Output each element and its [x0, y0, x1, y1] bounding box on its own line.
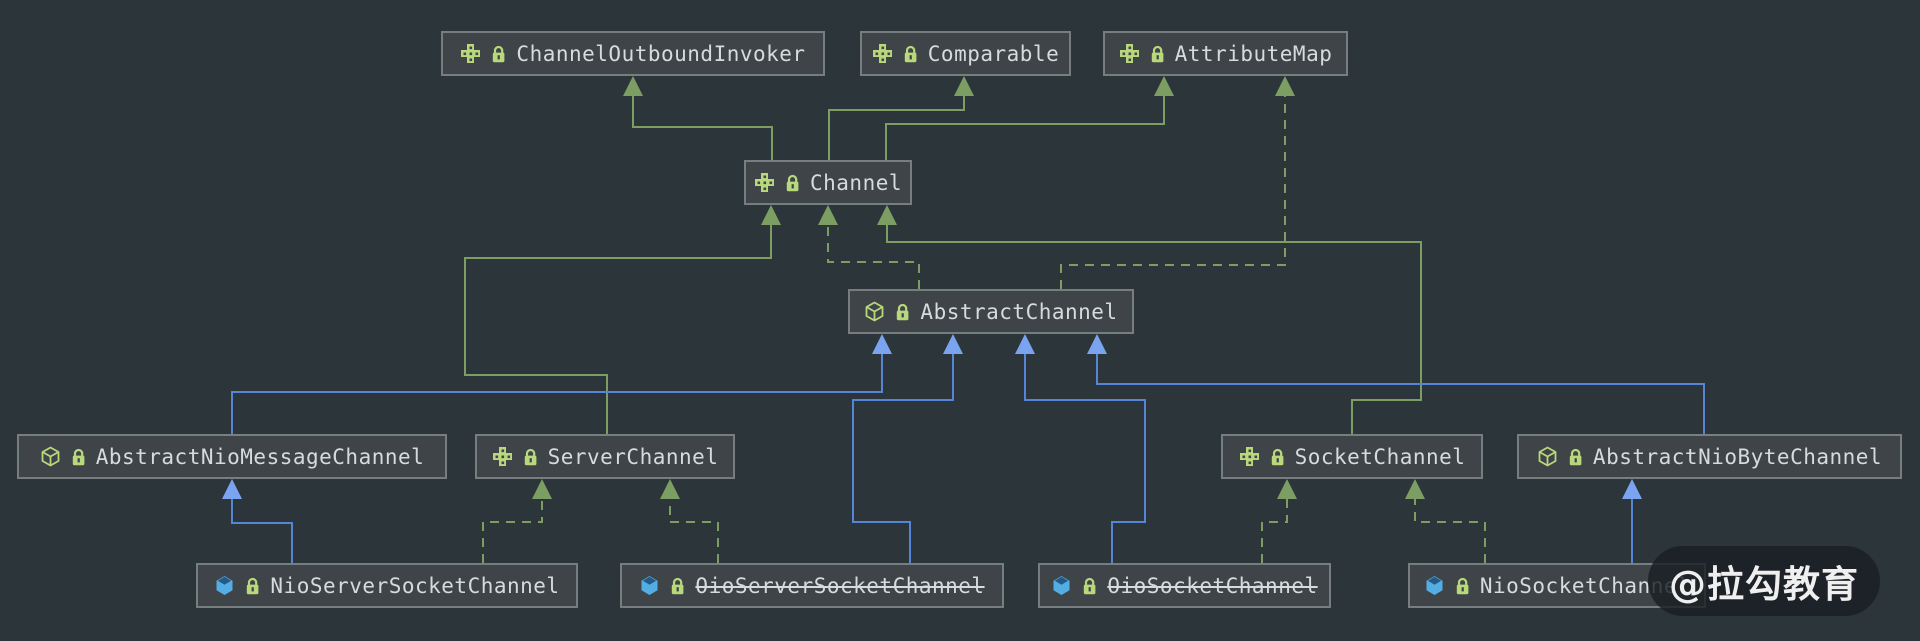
arrowhead-abstract-channel-to-channel	[818, 205, 838, 225]
node-socket-channel[interactable]: SocketChannel	[1221, 434, 1483, 479]
interface-icon	[755, 173, 774, 192]
lock-icon	[1270, 448, 1285, 466]
lock-icon	[1150, 45, 1165, 63]
node-abstract-nio-byte-channel[interactable]: AbstractNioByteChannel	[1517, 434, 1902, 479]
lock-icon	[1568, 448, 1583, 466]
interface-icon	[461, 44, 481, 63]
arrowhead-nio-socket-channel-to-socket-channel	[1405, 479, 1425, 499]
edge-abstract-nio-message-channel-to-abstract-channel	[231, 351, 883, 434]
lock-icon	[523, 448, 538, 466]
class-name: NioServerSocketChannel	[270, 573, 560, 598]
class-name: ChannelOutboundInvoker	[516, 41, 806, 66]
lock-icon	[246, 577, 260, 595]
abstract-class-icon	[1538, 446, 1557, 467]
lock-icon	[71, 448, 86, 466]
edge-channel-to-comparable	[828, 93, 965, 160]
class-icon	[1053, 576, 1070, 595]
edge-server-channel-to-channel	[464, 222, 772, 434]
class-name: ServerChannel	[547, 444, 719, 469]
class-icon	[1426, 576, 1443, 595]
arrowhead-channel-to-channel-outbound-invoker	[623, 76, 643, 96]
arrowhead-oio-socket-channel-to-abstract-channel	[1015, 334, 1035, 354]
edge-channel-to-channel-outbound-invoker	[632, 93, 773, 160]
node-channel-outbound-invoker[interactable]: ChannelOutboundInvoker	[441, 31, 825, 76]
edge-socket-channel-to-channel	[886, 222, 1422, 434]
interface-icon	[872, 44, 892, 63]
edge-oio-server-socket-channel-to-server-channel	[669, 496, 719, 563]
arrowhead-oio-socket-channel-to-socket-channel	[1277, 479, 1297, 499]
edge-oio-server-socket-channel-to-abstract-channel	[852, 351, 954, 563]
arrowhead-server-channel-to-channel	[761, 205, 781, 225]
node-abstract-channel[interactable]: AbstractChannel	[848, 289, 1134, 334]
watermark-badge: @拉勾教育	[1648, 546, 1880, 616]
class-name: AttributeMap	[1174, 41, 1333, 66]
lock-icon	[1455, 577, 1470, 595]
class-name: Channel	[810, 170, 903, 195]
edge-oio-socket-channel-to-socket-channel	[1261, 496, 1288, 563]
watermark-text: @拉勾教育	[1669, 563, 1859, 606]
arrowhead-oio-server-socket-channel-to-server-channel	[660, 479, 680, 499]
class-name: SocketChannel	[1294, 444, 1466, 469]
interface-icon	[1239, 447, 1259, 466]
edge-channel-to-attribute-map	[885, 93, 1165, 160]
edge-abstract-channel-to-channel	[827, 222, 920, 289]
arrowhead-nio-socket-channel-to-abstract-nio-byte-channel	[1622, 479, 1642, 499]
edge-nio-server-socket-channel-to-abstract-nio-message-channel	[231, 496, 293, 563]
class-name: AbstractNioByteChannel	[1592, 444, 1883, 469]
arrowhead-abstract-nio-byte-channel-to-abstract-channel	[1087, 334, 1107, 354]
class-icon	[641, 576, 658, 595]
lock-icon	[671, 577, 685, 595]
class-name: AbstractNioMessageChannel	[95, 444, 425, 469]
node-server-channel[interactable]: ServerChannel	[475, 434, 735, 479]
edge-abstract-nio-byte-channel-to-abstract-channel	[1096, 351, 1705, 434]
class-icon	[216, 576, 233, 595]
node-nio-server-socket-channel[interactable]: NioServerSocketChannel	[196, 563, 578, 608]
class-name: OioServerSocketChannel	[695, 573, 985, 598]
class-name: Comparable	[927, 41, 1060, 66]
node-abstract-nio-message-channel[interactable]: AbstractNioMessageChannel	[17, 434, 447, 479]
node-oio-server-socket-channel[interactable]: OioServerSocketChannel	[620, 563, 1004, 608]
lock-icon	[1083, 577, 1097, 595]
node-oio-socket-channel[interactable]: OioSocketChannel	[1038, 563, 1331, 608]
lock-icon	[785, 174, 800, 192]
lock-icon	[492, 45, 506, 63]
node-comparable[interactable]: Comparable	[860, 31, 1071, 76]
arrowhead-socket-channel-to-channel	[877, 205, 897, 225]
arrowhead-nio-server-socket-channel-to-abstract-nio-message-channel	[222, 479, 242, 499]
interface-icon	[492, 447, 512, 466]
interface-icon	[1119, 44, 1139, 63]
class-name: OioSocketChannel	[1107, 573, 1318, 598]
edge-abstract-channel-to-attribute-map	[1060, 93, 1286, 289]
edge-oio-socket-channel-to-abstract-channel	[1024, 351, 1146, 563]
arrowhead-abstract-nio-message-channel-to-abstract-channel	[872, 334, 892, 354]
class-name: AbstractChannel	[920, 299, 1118, 324]
lock-icon	[896, 303, 910, 321]
abstract-class-icon	[41, 446, 60, 467]
arrowhead-abstract-channel-to-attribute-map	[1275, 76, 1295, 96]
lock-icon	[903, 45, 918, 63]
arrowhead-channel-to-attribute-map	[1154, 76, 1174, 96]
node-channel[interactable]: Channel	[744, 160, 912, 205]
arrowhead-nio-server-socket-channel-to-server-channel	[532, 479, 552, 499]
edge-nio-server-socket-channel-to-server-channel	[482, 496, 543, 563]
edge-nio-socket-channel-to-socket-channel	[1414, 496, 1486, 563]
abstract-class-icon	[866, 301, 884, 322]
node-attribute-map[interactable]: AttributeMap	[1103, 31, 1348, 76]
arrowhead-channel-to-comparable	[954, 76, 974, 96]
arrowhead-oio-server-socket-channel-to-abstract-channel	[943, 334, 963, 354]
